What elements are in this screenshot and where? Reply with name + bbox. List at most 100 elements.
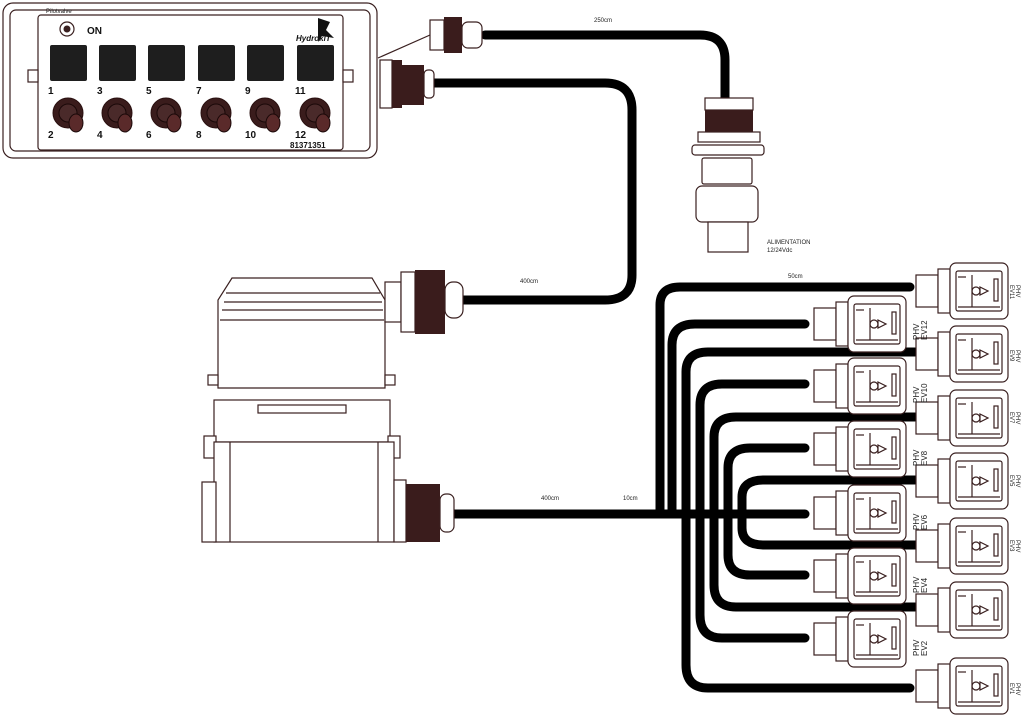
control-box: Pilotvalve ON HydrokiT [2, 2, 483, 159]
valve-label: EV3 [1008, 540, 1014, 552]
toggle-switch-11[interactable] [299, 97, 331, 133]
switch-numbers-bottom: 2 4 6 8 10 12 [48, 130, 307, 141]
branch-ev8 [723, 443, 810, 519]
hydrokit-logo: HydrokiT [296, 34, 332, 43]
box-gland-lower [379, 59, 435, 109]
valve-connector-ev1 [915, 657, 1009, 715]
valve-label: EV10 [920, 383, 929, 403]
branch-ev1 [681, 509, 915, 693]
valve-cable-length: 50cm [788, 274, 803, 280]
indicator-window-3 [99, 45, 136, 81]
split-cable-length: 10cm [623, 496, 638, 502]
switch-number: 8 [196, 130, 202, 141]
status-label: ON [87, 26, 102, 37]
toggle-switch-7[interactable] [200, 97, 232, 133]
valve-label: PHV [1014, 285, 1020, 297]
switch-number: 1 [48, 86, 54, 97]
branch-ev10 [695, 379, 810, 519]
branch-ev5 [737, 475, 920, 519]
valve-label: PHV [1014, 350, 1020, 362]
branch-ev2 [695, 509, 810, 643]
valve-connector-ev10 [813, 357, 907, 415]
valve-labels-left: PHV EV12 PHV EV10 PHV EV8 PHV EV6 PHV EV… [912, 320, 929, 656]
indicator-windows [50, 45, 334, 81]
heavy-duty-connector [201, 270, 464, 543]
valve-connectors-left [813, 295, 907, 668]
valve-connector-ev11 [915, 262, 1009, 320]
switch-number: 11 [295, 86, 306, 97]
switch-number: 2 [48, 130, 54, 141]
valve-connector-ev12 [813, 295, 907, 353]
left-latch [27, 69, 39, 83]
branch-ev4 [723, 509, 810, 580]
valve-label: PHV [912, 386, 921, 403]
control-box-bezel [9, 9, 371, 152]
right-latch [342, 69, 354, 83]
valve-label: EV9 [1008, 350, 1014, 362]
valve-label: EV12 [920, 320, 929, 340]
valve-connector-ev8 [813, 420, 907, 478]
switch-number: 4 [97, 130, 103, 141]
valve-label: PHV [1014, 683, 1020, 695]
toggle-switch-3[interactable] [101, 97, 133, 133]
upper-cable-length: 400cm [520, 279, 538, 285]
branch-ev7 [709, 412, 920, 519]
valve-connector-ev2 [813, 610, 907, 668]
connector-base-body [213, 441, 395, 543]
switch-number: 5 [146, 86, 152, 97]
indicator-window-9 [247, 45, 284, 81]
switch-number: 12 [295, 130, 307, 141]
toggle-switch-9[interactable] [249, 97, 281, 133]
lower-cable-length: 400cm [541, 496, 559, 502]
switch-number: 7 [196, 86, 202, 97]
valve-label: EV4 [920, 577, 929, 593]
valve-connector-ev9 [915, 325, 1009, 383]
branch-ev11 [655, 282, 915, 519]
valve-label: PHV [912, 576, 921, 593]
valve-label: EV1 [1008, 683, 1014, 695]
indicator-window-1 [50, 45, 87, 81]
valve-connector-ev6 [813, 484, 907, 542]
switch-number: 3 [97, 86, 103, 97]
valve-label: EV8 [920, 450, 929, 466]
valve-label: EV7 [1008, 412, 1014, 424]
valve-label: PHV [1014, 412, 1020, 424]
branch-ev1b [709, 509, 920, 612]
valve-label: EV6 [920, 514, 929, 530]
valve-label: PHV [912, 449, 921, 466]
branch-ev3 [737, 509, 920, 550]
power-cable [480, 30, 730, 105]
indicator-window-11 [297, 45, 334, 81]
valve-label: EV5 [1008, 475, 1014, 487]
indicator-window-7 [198, 45, 235, 81]
power-title: ALIMENTATION [767, 240, 810, 246]
switch-number: 6 [146, 130, 152, 141]
toggle-switch-1[interactable] [52, 97, 84, 133]
toggle-switch-5[interactable] [150, 97, 182, 133]
valve-label: PHV [1014, 475, 1020, 487]
valve-label: PHV [912, 513, 921, 530]
branch-ev12 [667, 319, 810, 519]
valve-label: PHV [912, 323, 921, 340]
valve-label: PHV [1014, 540, 1020, 552]
valve-connector-ev3 [915, 517, 1009, 575]
valve-connector-ev1b [915, 581, 1009, 639]
power-cable-length: 250cm [594, 18, 612, 24]
valve-labels-right: PHV EV11 PHV EV9 PHV EV7 PHV EV5 PHV EV3… [1008, 285, 1020, 695]
switch-numbers-top: 1 3 5 7 9 11 [48, 86, 306, 97]
indicator-window-5 [148, 45, 185, 81]
valve-label: PHV [912, 639, 921, 656]
switch-number: 9 [245, 86, 251, 97]
valve-label: EV11 [1008, 285, 1014, 300]
box-gland-upper [377, 17, 483, 59]
brand-small: Pilotvalve [46, 9, 72, 15]
valve-connector-ev4 [813, 547, 907, 605]
connector-hood [217, 277, 386, 389]
runner-logo-icon [318, 18, 334, 42]
valve-label: EV2 [920, 640, 929, 656]
branch-ev9 [681, 347, 920, 519]
cables [427, 30, 920, 693]
power-connector: ALIMENTATION 12/24Vdc [691, 97, 810, 254]
